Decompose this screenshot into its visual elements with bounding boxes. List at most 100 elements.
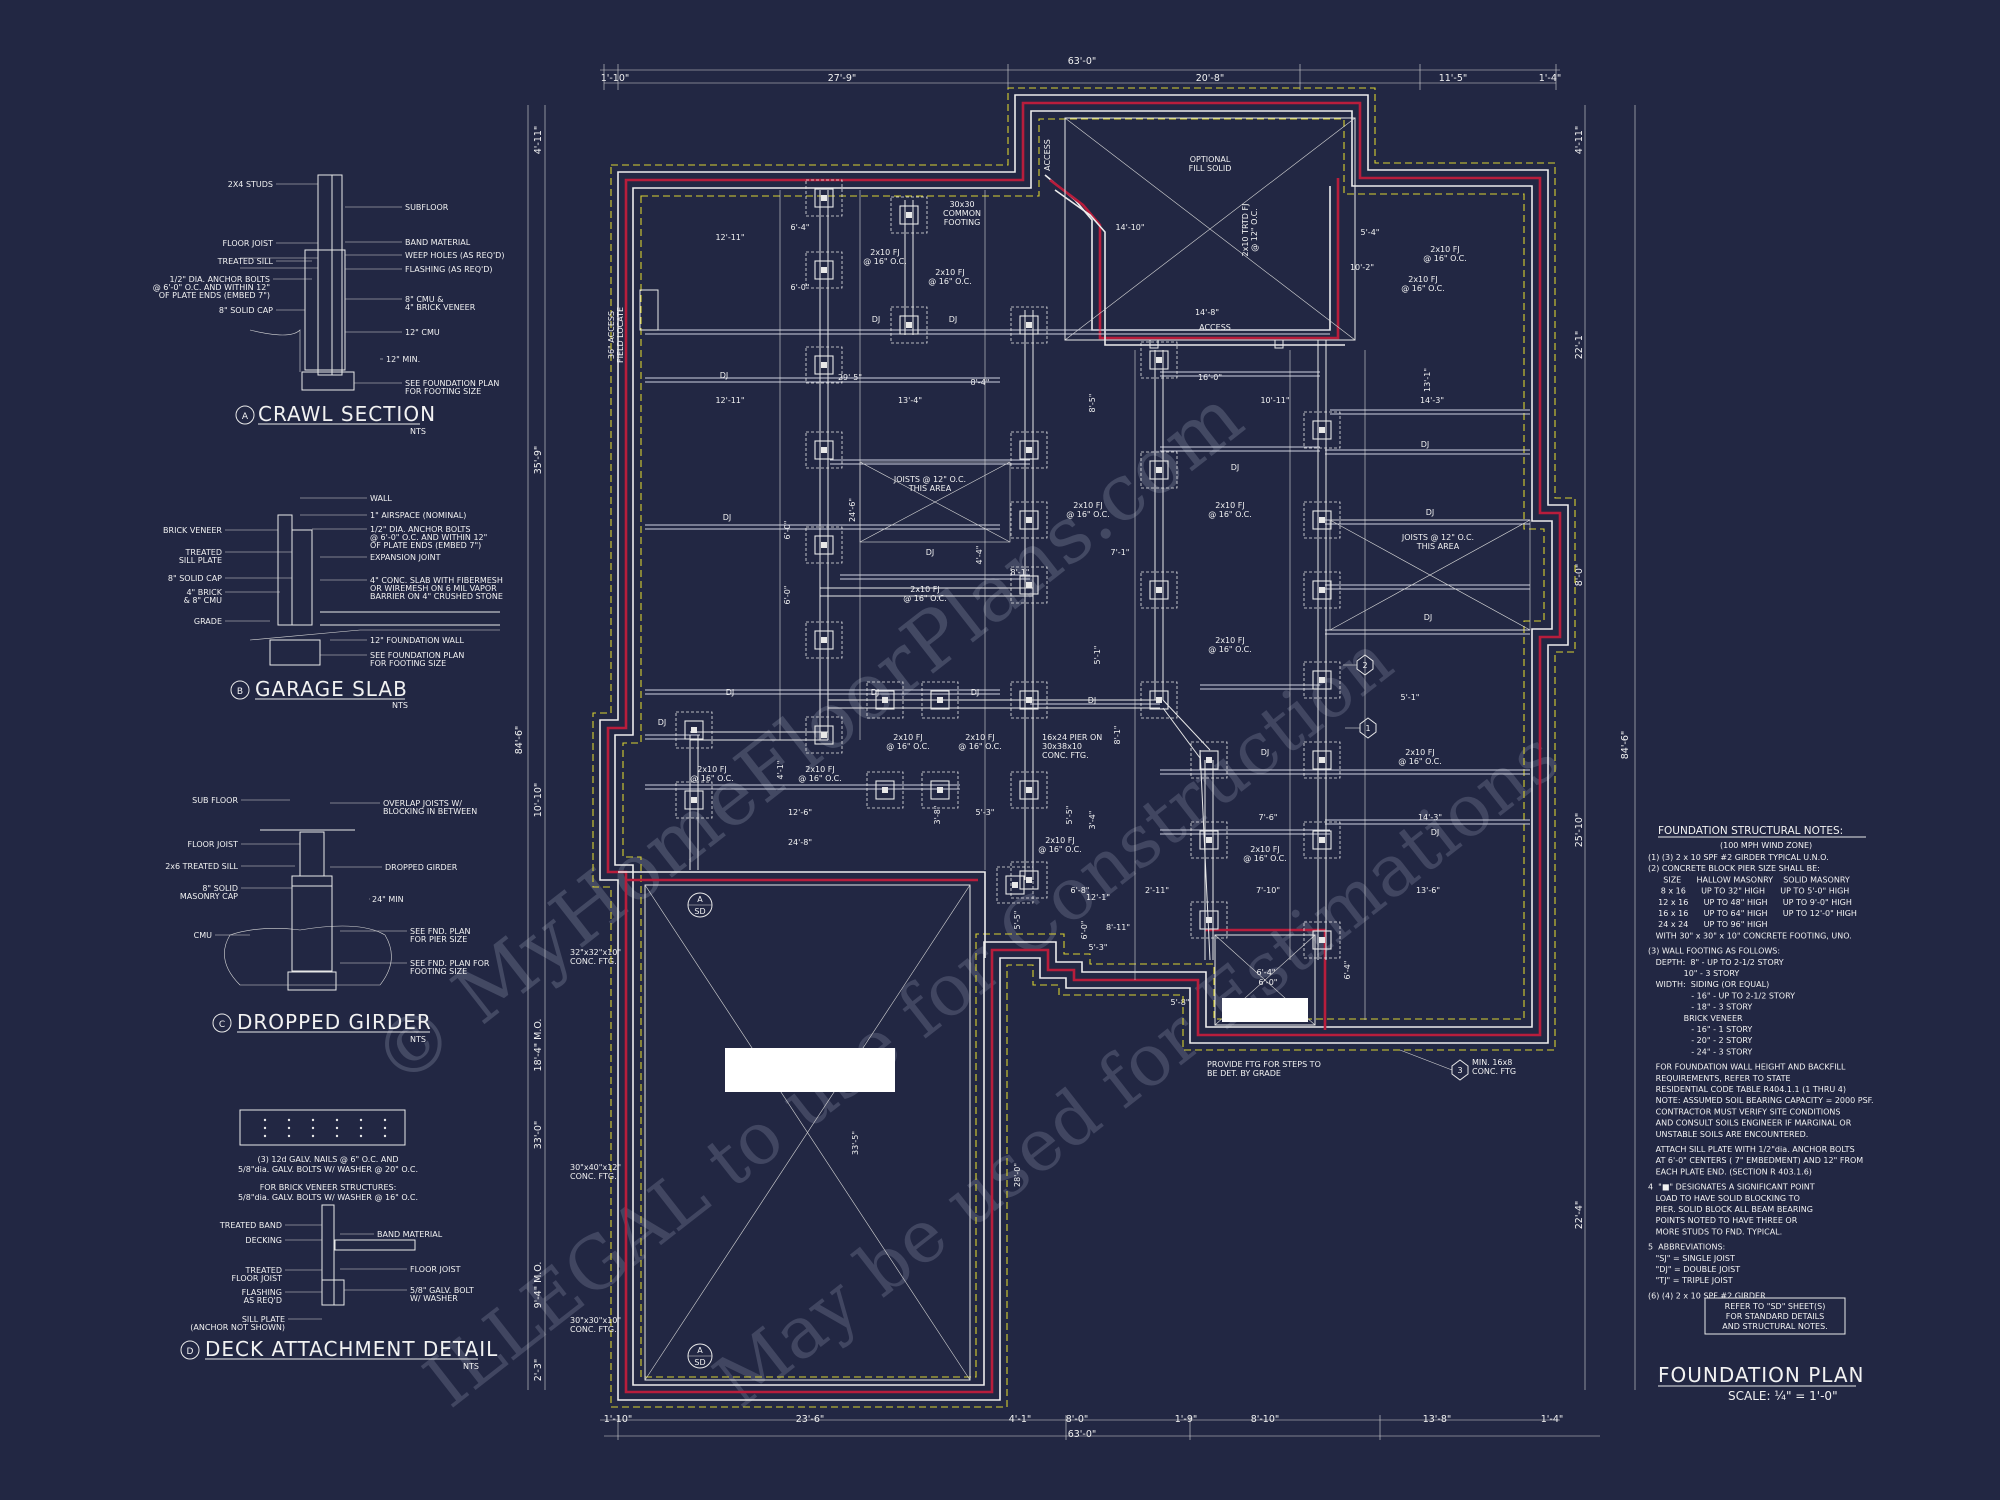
note-line-30: PIER. SOLID BLOCK ALL BEAM BEARING [1648,1205,1813,1214]
garage-left-label-4: GRADE [194,617,222,626]
pier-footing-5 [805,621,843,659]
joist-areas [639,289,1531,631]
dim-left-1: 35'-9" [533,446,544,475]
dim-interior-10: 14'-10" [1115,223,1144,232]
pier-19 [1149,690,1169,710]
ftg-32-label: 32"x32"x10"CONC. FTG. [570,948,621,966]
svg-text:3: 3 [1457,1066,1462,1075]
pier-5 [814,630,834,650]
garage-right-label-3: EXPANSION JOINT [370,553,441,562]
pier-footing-8 [1010,431,1048,469]
dim-top-4: 1'-4" [1539,73,1562,84]
pier-footing-19 [1140,681,1178,719]
fj-label-13: 2x10 FJ@ 16" O.C. [1208,501,1252,519]
note-line-24: UNSTABLE SOILS ARE ENCOUNTERED. [1648,1130,1808,1139]
pier-36 [1005,875,1025,895]
pier-footing-4 [805,526,843,564]
dim-right-0: 4'-11" [1574,126,1585,155]
dj-label-15: DJ [871,688,880,697]
fj-label-12: 2x10 FJ@ 16" O.C. [903,585,947,603]
note-line-12: - 16" - UP TO 2-1/2 STORY [1648,991,1795,1000]
pier-footing-0 [805,179,843,217]
svg-text:A: A [697,1346,703,1355]
pier-22 [1312,580,1332,600]
crawl-right-label-2: WEEP HOLES (AS REQ'D) [405,251,504,260]
crawl-left-label-1: FLOOR JOIST [223,239,274,248]
note-line-23: AND CONSULT SOILS ENGINEER IF MARGINAL O… [1648,1119,1852,1128]
dim-interior-7: 13'-1" [1423,368,1432,392]
pier-24 [1312,750,1332,770]
garage-left-label-0: BRICK VENEER [163,526,222,535]
girder-h-5 [1162,707,1201,759]
garage-slab-area [644,884,971,1381]
deck-note-2: FOR BRICK VENEER STRUCTURES: [260,1183,397,1192]
pier-13 [1019,870,1039,890]
dim-interior-11: 10'-2" [1350,263,1374,272]
pier-2 [814,355,834,375]
garage-right-label-2: 1/2" DIA. ANCHOR BOLTS@ 6'-0" O.C. AND W… [370,525,487,550]
note-line-7: WITH 30" x 30" x 10" CONCRETE FOOTING, U… [1648,931,1852,940]
dim-interior-4: 8'-5" [1088,394,1097,413]
pier-footing-22 [1303,571,1341,609]
girder-left-label-1: FLOOR JOIST [188,840,239,849]
fj-label-9: 2x10 FJ@ 16" O.C. [958,733,1002,751]
note-line-13: - 18" - 3 STORY [1648,1003,1752,1012]
svg-text:SD: SD [694,907,705,916]
pier-footing-25 [1303,821,1341,859]
note-line-27: EACH PLATE END. (SECTION R 403.1.6) [1648,1167,1812,1176]
dim-interior-3: 13'-4" [898,396,922,405]
dim-interior-40: 6'-0" [1080,921,1089,940]
svg-text:C: C [219,1020,225,1030]
crawl-left-label-2: TREATED SILL [217,257,274,266]
pier-1 [814,260,834,280]
dim-interior-22: 5'-1" [1093,646,1102,665]
dim-interior-38: 7'-6" [1259,813,1278,822]
deck-note-3: 5/8"dia. GALV. BOLTS W/ WASHER @ 16" O.C… [238,1193,418,1202]
deck-attachment-title: DECK ATTACHMENT DETAIL [205,1337,498,1361]
dim-top-0: 1'-10" [601,73,630,84]
pier-15 [899,315,919,335]
note-line-4: 12 x 16 UP TO 48" HIGH UP TO 9'-0" HIGH [1648,898,1852,907]
deck-note-1: 5/8"dia. GALV. BOLTS W/ WASHER @ 20" O.C… [238,1165,418,1174]
dim-interior-21: 7'-1" [1111,548,1130,557]
dj-label-7: DJ [1424,613,1433,622]
pier-footing-26 [1303,921,1341,959]
fj-label-1: 2x10 FJ@ 16" O.C. [928,268,972,286]
pier-footing-12 [1010,771,1048,809]
dim-left-5: 9'-4" M.O. [533,1262,544,1309]
pier-7 [1019,315,1039,335]
dim-interior-6: 10'-11" [1260,396,1289,405]
dj-label-4: DJ [1231,463,1240,472]
note-line-11: WIDTH: SIDING (OR EQUAL) [1648,980,1769,989]
note-line-14: BRICK VENEER [1648,1014,1743,1023]
pier-12 [1019,780,1039,800]
svg-text:2: 2 [1362,661,1367,670]
pier-28 [684,790,704,810]
note-line-34: "SJ" = SINGLE JOIST [1648,1254,1735,1263]
pier-footing-9 [1010,501,1048,539]
pier-footing-34 [1190,821,1228,859]
pier-34 [1199,830,1219,850]
dim-left-overall: 84'-6" [514,726,525,755]
dim-interior-39: 14'-3" [1418,813,1442,822]
pier-29 [875,690,895,710]
pier-footing-20 [1303,411,1341,449]
dim-interior-2: 12'-11" [715,396,744,405]
garage-right-label-0: WALL [370,494,392,503]
dim-interior-28: 4'-1" [776,761,785,780]
svg-text:NTS: NTS [410,427,426,436]
dim-interior-5: 16'-0" [1198,373,1222,382]
pier-footing-10 [1010,566,1048,604]
dim-interior-26: 12'-1" [1086,893,1110,902]
pier-16 [1149,350,1169,370]
note-line-5: 16 x 16 UP TO 64" HIGH UP TO 12'-0" HIGH [1648,909,1857,918]
pier-footing-15 [890,306,928,344]
